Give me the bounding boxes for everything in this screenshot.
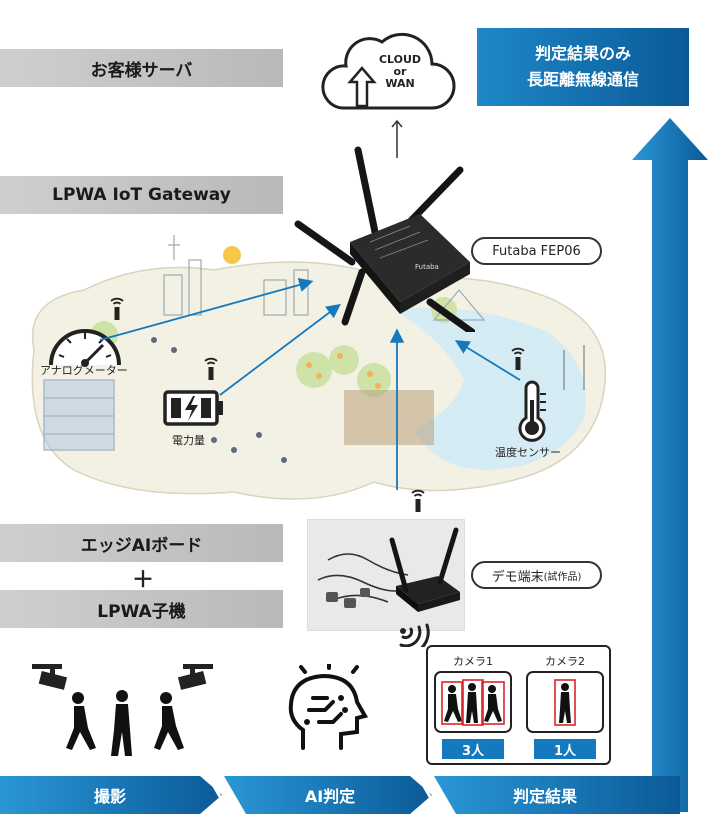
camera2-count: 1人 xyxy=(534,739,596,759)
cloud-icon xyxy=(321,32,456,110)
analog-meter-label: アナログメーター xyxy=(40,364,128,377)
uplink-arrow xyxy=(391,119,403,158)
wireless-waves-icon xyxy=(399,623,430,647)
edge-device-icon xyxy=(317,527,460,612)
power-label: 電力量 xyxy=(172,434,205,447)
signal-icon-power xyxy=(204,357,218,380)
vertical-up-arrow xyxy=(632,118,708,812)
long-range-box: 判定結果のみ 長距離無線通信 xyxy=(477,28,689,106)
stage-result: 判定結果 xyxy=(512,787,577,806)
cloud-line3: WAN xyxy=(385,77,415,90)
long-range-line1: 判定結果のみ xyxy=(534,44,631,63)
temperature-label: 温度センサー xyxy=(495,446,561,459)
lpwa-child-label: LPWA子機 xyxy=(0,590,283,628)
result-panel: カメラ1 カメラ2 3人 1人 xyxy=(426,645,611,765)
demo-terminal-name: デモ端末 xyxy=(491,569,544,585)
stage-band xyxy=(0,776,680,814)
gateway-label: LPWA IoT Gateway xyxy=(0,176,283,214)
camera1-detections xyxy=(441,679,505,726)
data-flow-arrows xyxy=(99,277,521,490)
stage-capture: 撮影 xyxy=(93,787,126,806)
cloud-line2: or xyxy=(393,65,407,78)
customer-server-label: お客様サーバ xyxy=(0,49,283,87)
thermometer-icon xyxy=(518,380,546,442)
camera1-screen xyxy=(434,671,512,733)
camera-icon-right xyxy=(177,664,213,690)
signal-icon-temp xyxy=(511,347,525,370)
demo-terminal-photo xyxy=(307,519,465,631)
camera2-screen xyxy=(526,671,604,733)
edge-ai-label: エッジAIボード xyxy=(0,524,283,562)
demo-terminal-pill: デモ端末(試作品) xyxy=(471,561,602,589)
gateway-device-icon xyxy=(294,146,475,332)
stage-ai-judgment: AI判定 xyxy=(304,787,356,806)
cloud-text: CLOUD or WAN xyxy=(370,54,430,90)
long-range-line2: 長距離無線通信 xyxy=(526,70,639,89)
camera-icon-left xyxy=(32,664,68,690)
cloud-line1: CLOUD xyxy=(378,53,422,66)
camera2-label: カメラ2 xyxy=(545,655,585,668)
demo-terminal-note: (試作品) xyxy=(543,571,582,583)
camera1-count: 3人 xyxy=(442,739,504,759)
pedestrians-icon xyxy=(66,690,184,756)
ai-head-icon xyxy=(288,664,369,750)
camera1-label: カメラ1 xyxy=(453,655,493,668)
signal-icon-meter xyxy=(110,297,124,320)
battery-icon xyxy=(163,390,223,426)
plus-sign: ＋ xyxy=(132,568,155,593)
signal-icon-demo xyxy=(411,489,425,512)
camera2-detections xyxy=(554,679,576,726)
gateway-brand: Futaba xyxy=(415,263,439,271)
gateway-model-pill: Futaba FEP06 xyxy=(471,237,602,265)
